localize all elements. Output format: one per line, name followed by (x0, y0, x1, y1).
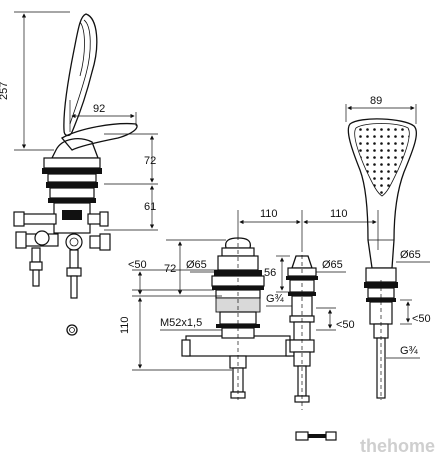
dim-56-label: 56 (264, 267, 276, 279)
dim-72-label: 72 (144, 155, 156, 167)
dim-257-label: 257 (0, 82, 10, 100)
dimensions-front-view: <50 72 Ø65 56 Ø65 G¾ M52x1,5 <50 110 (119, 239, 355, 371)
dim-50-right-label: <50 (412, 313, 431, 325)
dim-d65-right-label: Ø65 (400, 249, 421, 261)
front-view-assembly: 110 110 (181, 208, 379, 441)
dim-110-right-label: 110 (330, 208, 348, 220)
dimensions-hand-shower: 89 Ø65 <50 G¾ (345, 95, 431, 359)
dim-92-label: 92 (93, 103, 105, 115)
dimensions-side-view: 257 92 72 61 (0, 11, 158, 231)
dim-110-left-label: 110 (260, 208, 278, 220)
watermark: thehome (360, 436, 435, 456)
dim-d65-mid-label: Ø65 (322, 259, 343, 271)
dim-110-vertical-label: 110 (119, 316, 131, 334)
dim-g34-right-label: G¾ (400, 345, 419, 357)
dim-50-left-label: <50 (128, 259, 147, 271)
dim-72-front-label: 72 (164, 263, 176, 275)
side-view-assembly (13, 13, 138, 336)
dim-61-label: 61 (144, 201, 156, 213)
dim-50-mid-label: <50 (336, 319, 355, 331)
dim-d65-left-label: Ø65 (186, 259, 207, 271)
hand-shower-front (347, 118, 418, 400)
dim-g34-mid-label: G¾ (266, 293, 285, 305)
dim-89-label: 89 (370, 95, 382, 107)
dim-m52-label: M52x1,5 (160, 317, 202, 329)
